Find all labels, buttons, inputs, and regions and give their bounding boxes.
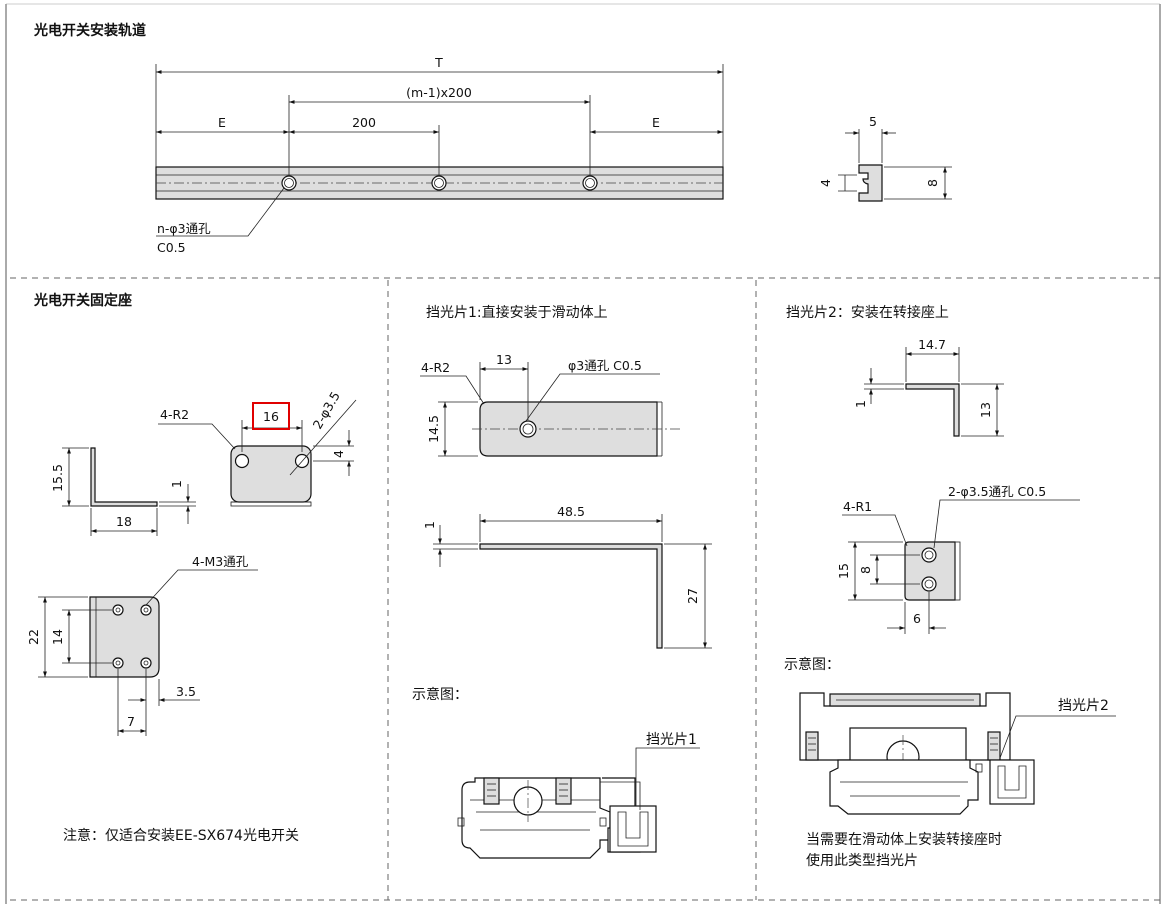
dim-seat-18: 18 [116, 514, 132, 529]
dim-section-8: 8 [925, 179, 940, 187]
dim-seat-14: 14 [50, 629, 65, 645]
dim-seat-7: 7 [127, 714, 135, 729]
dim-flag1-thickness-1: 1 [422, 521, 437, 529]
flag2-schematic: 挡光片2 [799, 692, 1116, 815]
dim-pitch-200: 200 [352, 115, 376, 130]
flag1-callout: 挡光片1 [646, 732, 697, 748]
flag2-hole-note: 2-φ3.5通孔 C0.5 [948, 484, 1046, 499]
dim-seat-22: 22 [26, 629, 41, 645]
dim-seat-16: 16 [263, 409, 279, 424]
flag1-side-view: 48.5 1 27 [422, 504, 712, 649]
dim-seat-15-5: 15.5 [50, 464, 65, 492]
dim-flag2-14-7: 14.7 [918, 337, 946, 352]
seat-side-view: 15.5 1 18 [50, 447, 196, 536]
seat-m3-plate-view: 4-M3通孔 22 14 3.5 7 [26, 554, 258, 736]
seat-hole-note: 2-φ3.5 [310, 389, 343, 432]
seat-title: 光电开关固定座 [33, 292, 132, 309]
rail-title: 光电开关安装轨道 [33, 22, 146, 39]
flag1-section: 挡光片1:直接安装于滑动体上 13 4-R2 φ3通孔 C0.5 14.5 [412, 304, 712, 859]
flag1-top-view: 13 4-R2 φ3通孔 C0.5 14.5 [420, 352, 680, 457]
flag1-l-profile [479, 543, 663, 649]
dim-flag1-13: 13 [496, 352, 512, 367]
dim-seat-4: 4 [331, 450, 346, 458]
dim-E-right: E [652, 115, 660, 130]
rail-holes [281, 175, 598, 191]
seat-radius-note: 4-R2 [160, 407, 189, 422]
rail-section: 光电开关安装轨道 T (m-1)x200 E 200 E n-φ3通孔 [33, 22, 952, 255]
flag2-l-profile [905, 383, 960, 437]
dim-section-5: 5 [869, 114, 877, 129]
flag1-schematic-label: 示意图： [412, 686, 468, 703]
dim-flag1-48-5: 48.5 [557, 504, 585, 519]
dim-E-left: E [218, 115, 226, 130]
flag2-schematic-label: 示意图： [784, 656, 840, 673]
flag1-hole-note: φ3通孔 C0.5 [568, 358, 642, 373]
dim-seat-3-5: 3.5 [176, 684, 196, 699]
flag2-callout: 挡光片2 [1058, 698, 1109, 714]
flag2-title: 挡光片2：安装在转接座上 [786, 304, 949, 321]
highlight-box-16 [252, 402, 290, 430]
rail-cross-section: 5 4 8 [818, 114, 952, 202]
dim-T: T [434, 55, 443, 70]
flag2-radius-note: 4-R1 [843, 499, 872, 514]
flag1-title: 挡光片1:直接安装于滑动体上 [426, 304, 608, 321]
flag2-front-view: 2-φ3.5通孔 C0.5 4-R1 15 8 6 [836, 484, 1080, 634]
flag2-section: 挡光片2：安装在转接座上 14.7 1 13 2-φ3.5通孔 C0.5 [784, 304, 1116, 869]
dim-flag2-thickness-1: 1 [853, 400, 868, 408]
rail-hole-note: n-φ3通孔 [157, 221, 211, 236]
dim-flag2-6: 6 [913, 611, 921, 626]
dim-flag2-8: 8 [858, 566, 873, 574]
seat-m3-plate [89, 596, 160, 678]
flag2-note-line1: 当需要在滑动体上安装转接座时 [806, 831, 1002, 848]
dim-pitch-total: (m-1)x200 [406, 85, 472, 100]
flag2-side-view: 14.7 1 13 [853, 337, 1004, 437]
flag1-schematic: 挡光片1 [457, 732, 700, 859]
flag1-radius-note: 4-R2 [421, 360, 450, 375]
dim-flag1-14-5: 14.5 [426, 415, 441, 443]
dim-seat-thickness-1: 1 [169, 480, 184, 488]
seat-section: 光电开关固定座 15.5 1 18 [26, 292, 357, 844]
dim-flag2-13: 13 [978, 402, 993, 418]
rail-chamfer-note: C0.5 [157, 240, 186, 255]
seat-m3-note: 4-M3通孔 [192, 554, 249, 569]
dim-section-4: 4 [818, 179, 833, 187]
flag2-note-line2: 使用此类型挡光片 [806, 852, 918, 869]
flag2-plate [904, 541, 956, 601]
dim-flag2-15: 15 [836, 563, 851, 579]
seat-compat-note: 注意：仅适合安装EE-SX674光电开关 [63, 827, 299, 844]
frame [5, 3, 1161, 904]
dim-flag1-27: 27 [685, 588, 700, 604]
